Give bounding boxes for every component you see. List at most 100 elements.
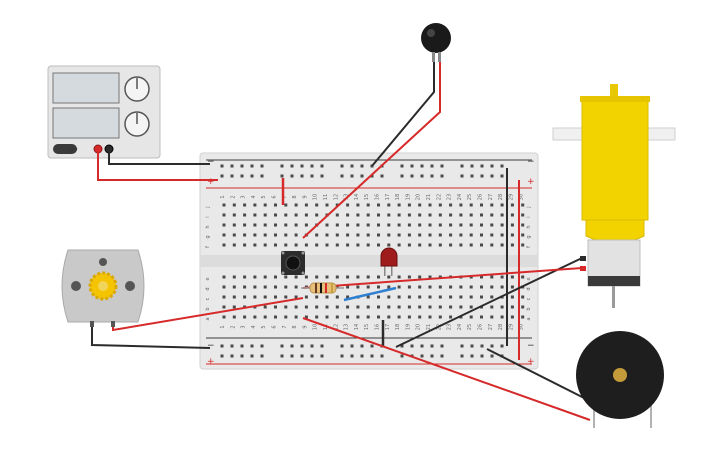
led-icon[interactable]	[380, 247, 398, 276]
terminal-hole[interactable]	[263, 275, 267, 279]
rail-hole[interactable]	[240, 354, 244, 358]
terminal-hole[interactable]	[449, 285, 453, 289]
terminal-hole[interactable]	[222, 275, 226, 279]
rail-hole[interactable]	[340, 164, 344, 168]
terminal-hole[interactable]	[428, 243, 432, 247]
terminal-hole[interactable]	[325, 295, 329, 299]
terminal-hole[interactable]	[387, 315, 391, 319]
rail-hole[interactable]	[470, 344, 474, 348]
terminal-hole[interactable]	[243, 233, 247, 237]
terminal-hole[interactable]	[377, 295, 380, 299]
terminal-hole[interactable]	[346, 203, 350, 207]
terminal-hole[interactable]	[243, 275, 247, 279]
terminal-hole[interactable]	[490, 243, 494, 247]
terminal-hole[interactable]	[274, 315, 277, 319]
terminal-hole[interactable]	[315, 295, 319, 299]
terminal-hole[interactable]	[253, 295, 257, 299]
terminal-hole[interactable]	[449, 233, 453, 237]
terminal-hole[interactable]	[263, 213, 267, 217]
terminal-hole[interactable]	[387, 305, 391, 309]
terminal-hole[interactable]	[418, 275, 422, 279]
terminal-hole[interactable]	[500, 233, 504, 237]
terminal-hole[interactable]	[253, 243, 257, 247]
terminal-hole[interactable]	[243, 223, 247, 227]
terminal-hole[interactable]	[397, 295, 401, 299]
terminal-hole[interactable]	[438, 243, 442, 247]
terminal-hole[interactable]	[521, 315, 525, 319]
terminal-hole[interactable]	[274, 275, 277, 279]
terminal-hole[interactable]	[449, 243, 453, 247]
terminal-hole[interactable]	[274, 295, 277, 299]
terminal-hole[interactable]	[480, 223, 483, 227]
rail-hole[interactable]	[370, 354, 374, 358]
terminal-hole[interactable]	[284, 275, 288, 279]
rail-hole[interactable]	[470, 174, 474, 178]
terminal-hole[interactable]	[274, 223, 277, 227]
terminal-hole[interactable]	[294, 213, 298, 217]
terminal-hole[interactable]	[438, 233, 442, 237]
terminal-hole[interactable]	[397, 223, 401, 227]
rail-hole[interactable]	[470, 354, 474, 358]
terminal-hole[interactable]	[521, 243, 525, 247]
terminal-hole[interactable]	[335, 275, 339, 279]
rail-hole[interactable]	[420, 344, 424, 348]
rail-hole[interactable]	[320, 354, 324, 358]
power-supply-off-switch[interactable]	[53, 144, 77, 154]
terminal-hole[interactable]	[490, 315, 494, 319]
terminal-hole[interactable]	[418, 233, 422, 237]
terminal-hole[interactable]	[366, 233, 370, 237]
terminal-hole[interactable]	[274, 233, 277, 237]
terminal-hole[interactable]	[222, 315, 226, 319]
rail-hole[interactable]	[350, 174, 354, 178]
rail-hole[interactable]	[280, 174, 284, 178]
terminal-hole[interactable]	[449, 213, 453, 217]
wire-gearmotor-negative[interactable]	[395, 257, 583, 348]
terminal-hole[interactable]	[222, 203, 226, 207]
rail-hole[interactable]	[350, 164, 354, 168]
terminal-hole[interactable]	[490, 203, 494, 207]
terminal-hole[interactable]	[438, 223, 442, 227]
wire-mic-positive[interactable]	[302, 62, 441, 239]
terminal-hole[interactable]	[521, 233, 525, 237]
rail-hole[interactable]	[440, 344, 444, 348]
rail-hole[interactable]	[350, 354, 354, 358]
terminal-hole[interactable]	[521, 305, 525, 309]
terminal-hole[interactable]	[274, 305, 277, 309]
terminal-hole[interactable]	[407, 275, 411, 279]
terminal-hole[interactable]	[469, 233, 473, 237]
terminal-hole[interactable]	[438, 285, 442, 289]
terminal-hole[interactable]	[449, 305, 453, 309]
terminal-hole[interactable]	[335, 285, 339, 289]
terminal-hole[interactable]	[459, 285, 463, 289]
terminal-hole[interactable]	[387, 233, 391, 237]
terminal-hole[interactable]	[335, 243, 339, 247]
terminal-hole[interactable]	[480, 295, 483, 299]
rail-hole[interactable]	[250, 344, 254, 348]
terminal-hole[interactable]	[222, 223, 226, 227]
terminal-hole[interactable]	[356, 213, 360, 217]
terminal-hole[interactable]	[366, 243, 370, 247]
terminal-hole[interactable]	[510, 213, 514, 217]
terminal-hole[interactable]	[232, 285, 236, 289]
terminal-hole[interactable]	[294, 243, 298, 247]
terminal-hole[interactable]	[449, 203, 453, 207]
terminal-hole[interactable]	[284, 295, 288, 299]
terminal-hole[interactable]	[253, 223, 257, 227]
terminal-hole[interactable]	[428, 305, 432, 309]
terminal-hole[interactable]	[510, 243, 514, 247]
terminal-hole[interactable]	[418, 203, 422, 207]
terminal-hole[interactable]	[418, 223, 422, 227]
terminal-hole[interactable]	[387, 213, 391, 217]
terminal-hole[interactable]	[500, 203, 504, 207]
terminal-hole[interactable]	[294, 315, 298, 319]
rail-hole[interactable]	[380, 354, 384, 358]
rail-hole[interactable]	[460, 174, 464, 178]
terminal-hole[interactable]	[243, 203, 247, 207]
terminal-hole[interactable]	[407, 233, 411, 237]
terminal-hole[interactable]	[222, 243, 226, 247]
rail-hole[interactable]	[460, 354, 464, 358]
wire-buzzer-positive[interactable]	[302, 317, 591, 421]
terminal-hole[interactable]	[304, 243, 308, 247]
rail-hole[interactable]	[430, 174, 434, 178]
terminal-hole[interactable]	[469, 223, 473, 227]
